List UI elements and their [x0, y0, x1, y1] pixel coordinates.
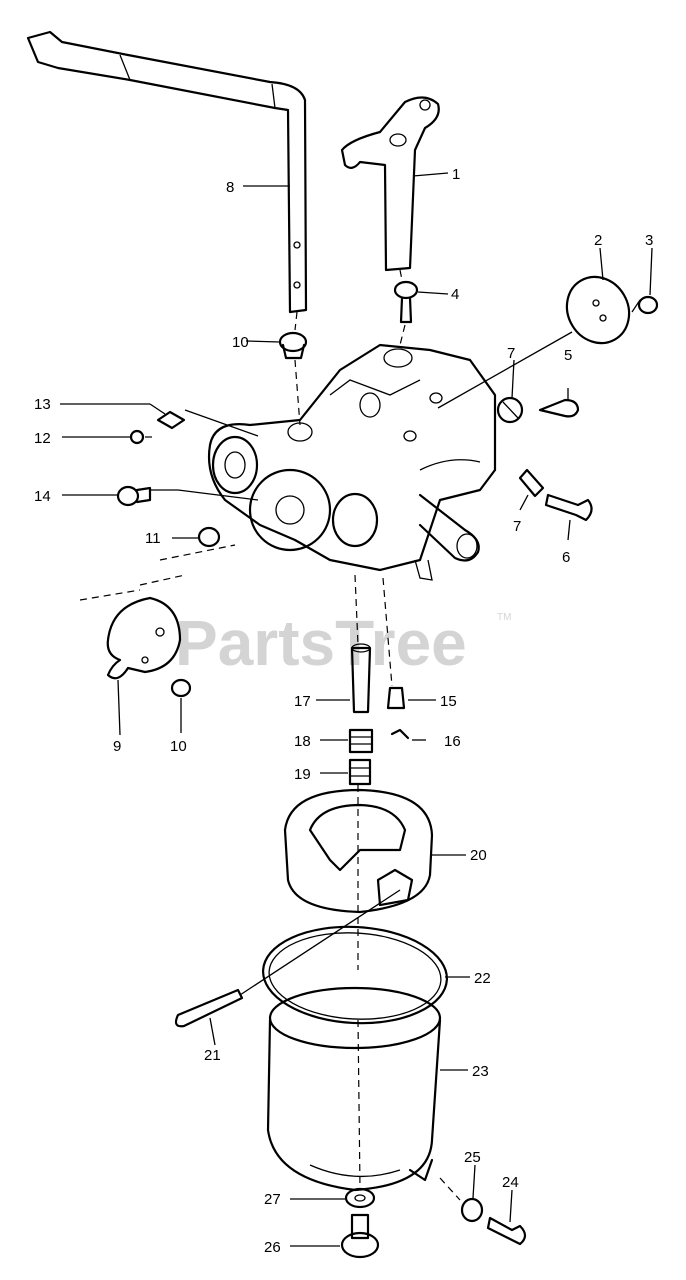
part-23-gasket — [261, 925, 449, 1025]
watermark-trademark: TM — [497, 612, 511, 623]
part-1-throttle-shaft — [340, 96, 440, 272]
callout-2: 2 — [594, 232, 602, 249]
part-17-clip — [390, 728, 410, 740]
part-25-drain-screw — [486, 1216, 527, 1246]
callout-8: 8 — [226, 179, 234, 196]
part-2-throttle-plate — [565, 275, 631, 345]
callout-1: 1 — [452, 166, 460, 183]
part-22-float-pin — [174, 988, 244, 1028]
callout-15: 14 — [34, 488, 51, 505]
callout-20: 19 — [294, 766, 311, 783]
callout-28: 27 — [264, 1191, 281, 1208]
callout-14: 13 — [34, 396, 51, 413]
part-14-spring — [156, 410, 186, 430]
callout-11: 10 — [232, 334, 249, 351]
part-16-needle-valve — [386, 686, 406, 710]
callout-21: 20 — [470, 847, 487, 864]
part-21-float — [283, 788, 434, 914]
part-27-bowl-screw — [340, 1213, 380, 1259]
part-9-choke-plate — [106, 596, 182, 680]
callout-17: 16 — [444, 733, 461, 750]
callout-27: 26 — [264, 1239, 281, 1256]
part-7-spring-lower — [518, 468, 545, 498]
part-24-float-bowl — [266, 986, 442, 1192]
callout-7-upper: 7 — [507, 345, 515, 362]
part-4-screw — [393, 280, 419, 324]
callout-18: 17 — [294, 693, 311, 710]
callout-5: 5 — [564, 347, 572, 364]
callout-10: 10 — [170, 738, 187, 755]
callout-9: 9 — [113, 738, 121, 755]
callout-25: 24 — [502, 1174, 519, 1191]
part-6-screw — [544, 493, 593, 522]
callout-23: 22 — [474, 970, 491, 987]
watermark: PartsTree — [175, 607, 467, 679]
leader-lines — [60, 172, 653, 1247]
part-19-spring — [348, 728, 374, 754]
part-8-choke-shaft — [26, 30, 308, 314]
part-7-spring-upper — [496, 396, 524, 424]
callout-26: 25 — [464, 1149, 481, 1166]
part-18-nozzle — [350, 643, 372, 714]
carburetor-body — [207, 343, 497, 581]
assembly-lines — [79, 269, 461, 1201]
callout-24: 23 — [472, 1063, 489, 1080]
part-needle-upper — [538, 398, 580, 418]
callout-19: 18 — [294, 733, 311, 750]
callouts: 8 1 2 3 4 5 7 10 13 12 14 11 7 6 9 10 17… — [34, 166, 653, 1256]
callout-13: 12 — [34, 430, 51, 447]
part-13-ball — [129, 429, 145, 445]
callout-22: 21 — [204, 1047, 221, 1064]
part-3-screw — [631, 295, 659, 315]
part-20-screw — [348, 758, 372, 786]
part-28-washer — [344, 1187, 376, 1209]
part-12-bushing — [197, 526, 221, 548]
part-15-screw — [116, 485, 152, 507]
callout-3: 3 — [645, 232, 653, 249]
callout-6: 6 — [562, 549, 570, 566]
callout-7-lower: 7 — [513, 518, 521, 535]
part-10-screw — [170, 678, 192, 698]
part-11-bushing — [278, 331, 308, 360]
callout-4: 4 — [451, 286, 459, 303]
callout-16: 15 — [440, 693, 457, 710]
part-26-washer — [460, 1197, 484, 1223]
callout-12: 11 — [145, 530, 161, 547]
